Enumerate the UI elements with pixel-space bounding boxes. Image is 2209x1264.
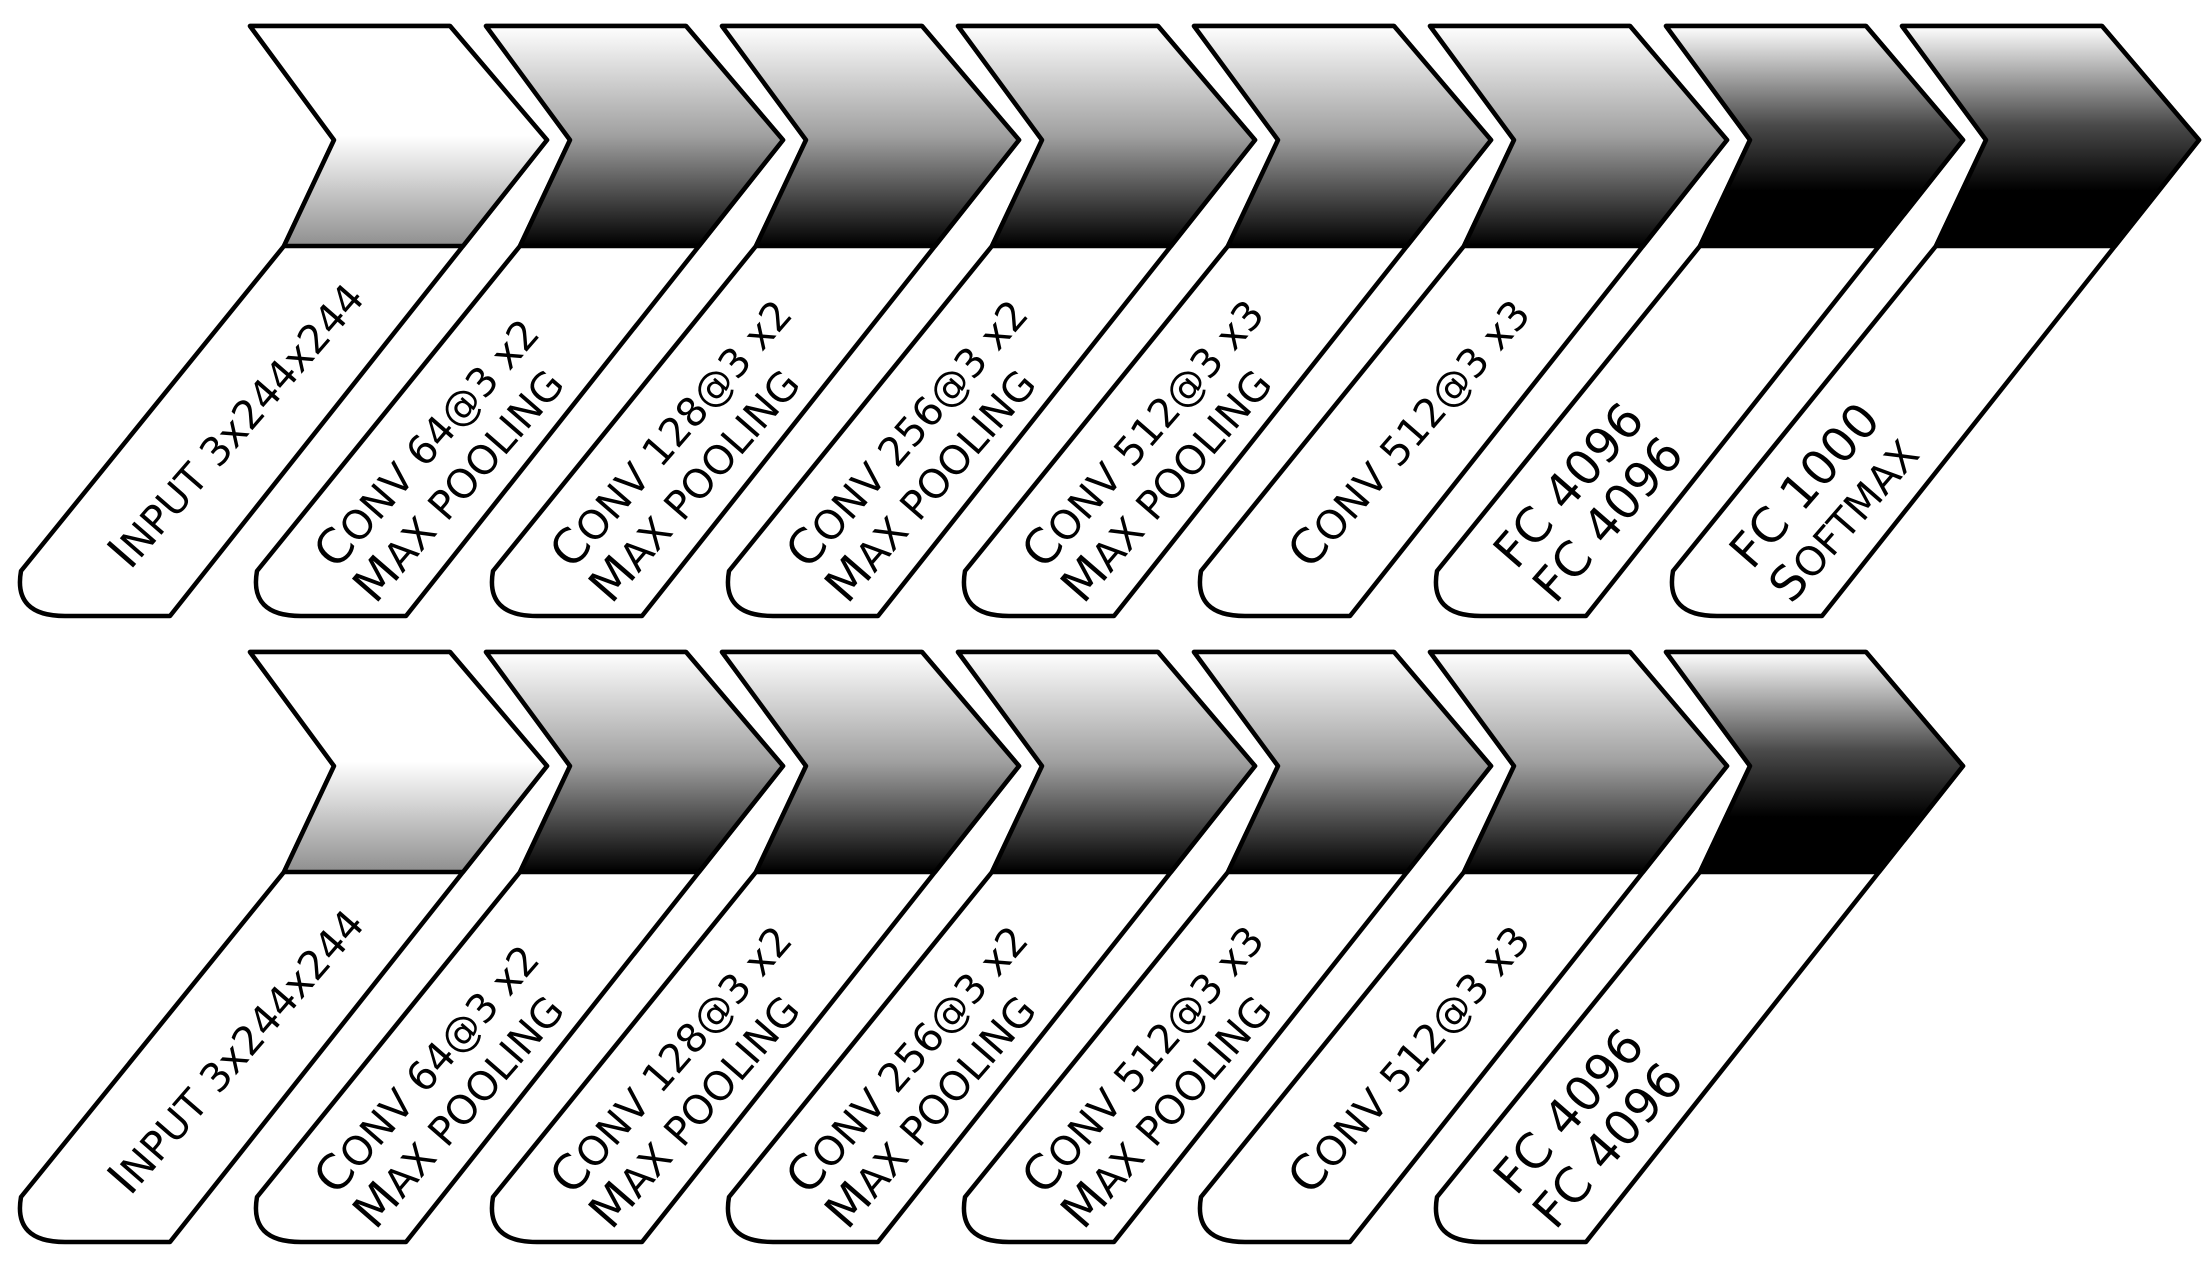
row-0-block-7: FC 1000SOFTMAX	[1669, 23, 2202, 619]
row-0-block-5: CONV 512@3 x3	[1197, 23, 1730, 619]
chevron-arrow	[1191, 23, 1494, 249]
chevron-arrow	[955, 23, 1258, 249]
chevron-arrow	[483, 649, 786, 875]
chevron-arrow	[955, 649, 1258, 875]
chevron-arrow	[1427, 649, 1730, 875]
chevron-arrow	[1899, 23, 2202, 249]
chevron-arrow	[247, 649, 550, 875]
chevron-arrow	[719, 23, 1022, 249]
chevron-arrow	[1663, 23, 1966, 249]
row-1-block-4: CONV 512@3 x3MAX POOLING	[961, 649, 1494, 1245]
row-0-block-1: CONV 64@3 x2MAX POOLING	[253, 23, 786, 619]
chevron-arrow	[1663, 649, 1966, 875]
chevron-arrow	[719, 649, 1022, 875]
chevron-arrow	[1427, 23, 1730, 249]
chevron-arrow	[483, 23, 786, 249]
chevron-arrow	[247, 23, 550, 249]
chevron-arrow	[1191, 649, 1494, 875]
